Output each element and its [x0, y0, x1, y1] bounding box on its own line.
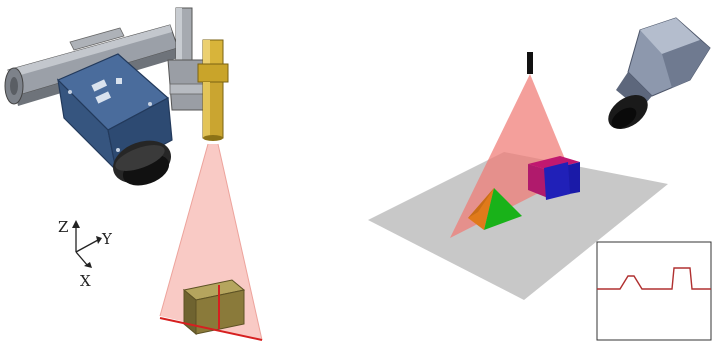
x-axis-label: X: [80, 272, 91, 290]
z-axis-label: Z: [58, 218, 68, 236]
left-camera: [58, 54, 177, 191]
profile-inset-frame: [597, 242, 711, 340]
right-camera: [602, 18, 710, 136]
laser-emitter-small: [527, 52, 533, 74]
right-triangulation-scene: [368, 18, 711, 340]
y-axis-label: Y: [101, 230, 113, 248]
coordinate-axes: Z Y X: [58, 218, 113, 290]
laser-emitter: [198, 40, 228, 141]
laser-icon: [198, 40, 228, 141]
profile-inset: [597, 242, 711, 340]
left-scanner-setup: Z Y X: [5, 8, 262, 340]
